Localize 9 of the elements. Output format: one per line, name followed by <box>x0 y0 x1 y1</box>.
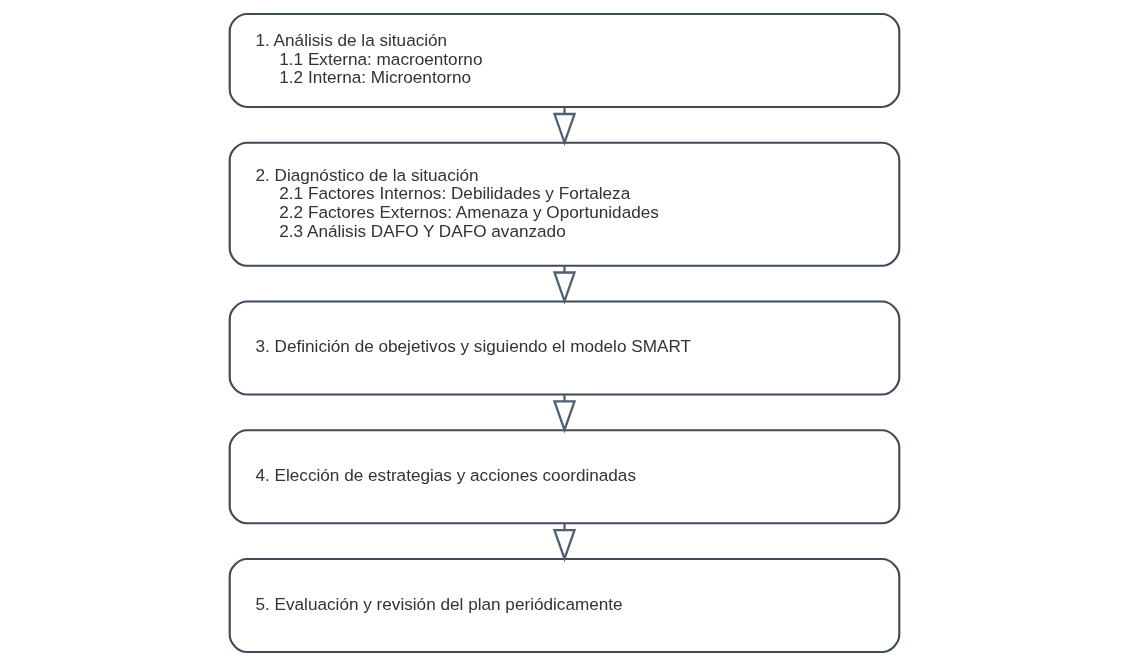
node-box: 4. Elección de estrategias y acciones coordinadas <box>228 429 901 525</box>
arrow <box>552 394 577 434</box>
node-box: 3. Definición de obejetivos y siguiendo el modelo SMART <box>228 300 901 396</box>
arrow <box>552 265 577 305</box>
node-box: 2. Diagnóstico de la situación 2.1 Factores Internos: Debilidades y Fortaleza 2.2 Factores Externos: Amenaza y Oportunidades 2.3 Análisis DAFO Y DAFO avanzado <box>228 141 901 267</box>
arrow <box>552 523 577 563</box>
node-box: 5. Evaluación y revisión del plan periódicamente <box>228 557 901 654</box>
arrow <box>552 107 577 147</box>
node-box: 1. Análisis de la situación 1.1 Externa: macroentorno 1.2 Interna: Microentorno <box>228 12 901 109</box>
